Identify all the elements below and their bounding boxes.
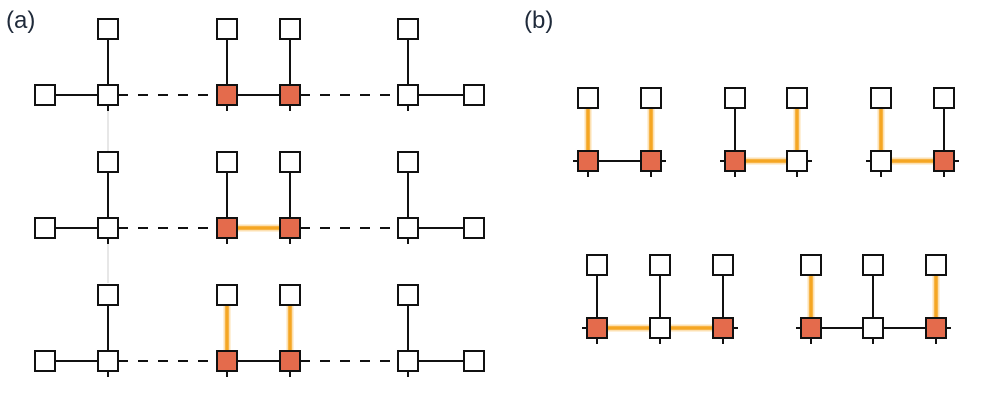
- empty-site: [397, 350, 419, 372]
- empty-site: [577, 87, 599, 109]
- empty-site: [649, 254, 671, 276]
- panel-a-label: (a): [6, 7, 36, 34]
- empty-site: [640, 87, 662, 109]
- filled-site: [216, 350, 238, 372]
- empty-site: [397, 18, 419, 40]
- empty-site: [463, 350, 485, 372]
- empty-site: [34, 84, 56, 106]
- filled-site: [216, 217, 238, 239]
- filled-site: [216, 84, 238, 106]
- empty-site: [279, 18, 301, 40]
- filled-site: [724, 150, 746, 172]
- empty-site: [800, 254, 822, 276]
- empty-site: [34, 217, 56, 239]
- filled-site: [279, 84, 301, 106]
- empty-site: [862, 254, 884, 276]
- empty-site: [216, 151, 238, 173]
- filled-site: [933, 150, 955, 172]
- empty-site: [712, 254, 734, 276]
- filled-site: [577, 150, 599, 172]
- empty-site: [216, 284, 238, 306]
- empty-site: [397, 284, 419, 306]
- empty-site: [786, 87, 808, 109]
- empty-site: [97, 84, 119, 106]
- empty-site: [97, 217, 119, 239]
- filled-site: [712, 317, 734, 339]
- empty-site: [925, 254, 947, 276]
- panel-b-label: (b): [524, 7, 554, 34]
- filled-site: [640, 150, 662, 172]
- empty-site: [279, 151, 301, 173]
- empty-site: [724, 87, 746, 109]
- empty-site: [34, 350, 56, 372]
- empty-site: [463, 84, 485, 106]
- empty-site: [279, 284, 301, 306]
- empty-site: [649, 317, 671, 339]
- empty-site: [97, 350, 119, 372]
- empty-site: [216, 18, 238, 40]
- empty-site: [862, 317, 884, 339]
- empty-site: [97, 151, 119, 173]
- empty-site: [97, 284, 119, 306]
- empty-site: [933, 87, 955, 109]
- filled-site: [800, 317, 822, 339]
- empty-site: [397, 84, 419, 106]
- empty-site: [97, 18, 119, 40]
- empty-site: [786, 150, 808, 172]
- filled-site: [586, 317, 608, 339]
- filled-site: [279, 217, 301, 239]
- empty-site: [586, 254, 608, 276]
- empty-site: [870, 87, 892, 109]
- filled-site: [279, 350, 301, 372]
- empty-site: [463, 217, 485, 239]
- empty-site: [397, 217, 419, 239]
- filled-site: [925, 317, 947, 339]
- empty-site: [870, 150, 892, 172]
- empty-site: [397, 151, 419, 173]
